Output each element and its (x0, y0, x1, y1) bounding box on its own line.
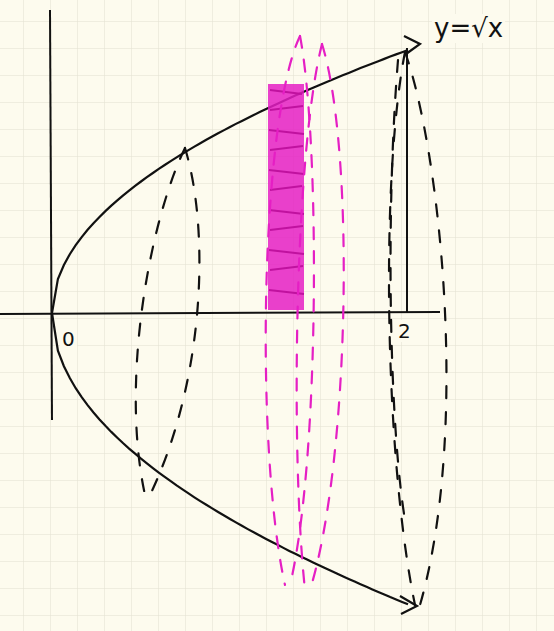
axis-tick-label: 0 (60, 328, 77, 350)
bottom-curve (52, 313, 408, 604)
y-axis (50, 10, 52, 420)
x-axis (0, 312, 440, 314)
end-line (406, 48, 408, 312)
curve-label: y=√x (432, 14, 505, 43)
top-curve (52, 50, 408, 313)
disk-slice (266, 36, 344, 590)
cross-sections (136, 52, 447, 605)
axis-tick-label: 2 (396, 320, 413, 342)
